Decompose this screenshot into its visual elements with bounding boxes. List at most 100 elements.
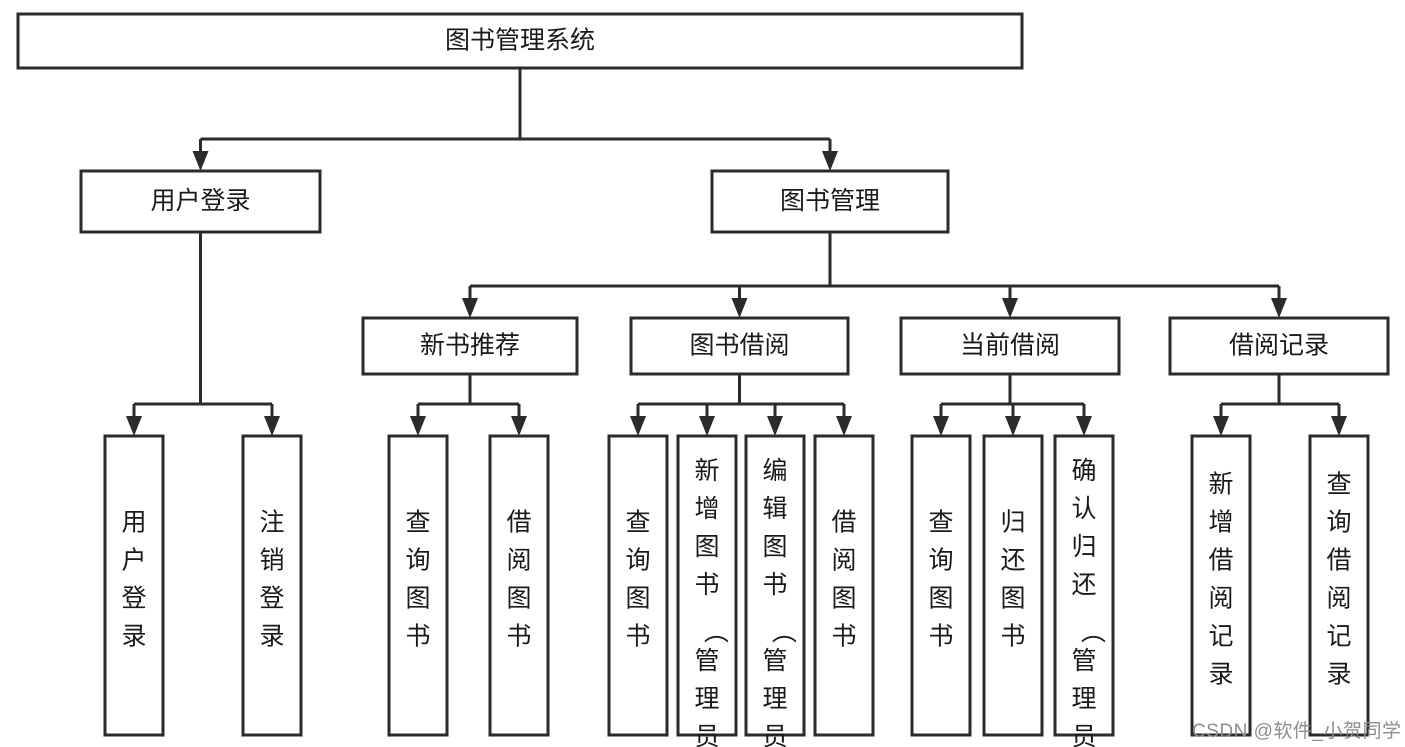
- node-label: 借阅记录: [1229, 332, 1329, 360]
- node-label-char: 查: [1326, 471, 1351, 499]
- node-box: [241, 434, 303, 737]
- node-label-char: 书: [1000, 623, 1025, 651]
- node-box: [744, 434, 806, 737]
- node-label-char: 新: [694, 457, 719, 485]
- node-leaf-user-login[interactable]: 用户登录: [103, 434, 165, 737]
- node-label-char: 图: [1000, 585, 1025, 613]
- node-layer: 图书管理系统用户登录图书管理新书推荐图书借阅当前借阅借阅记录用户登录注销登录查询…: [16, 12, 1390, 747]
- node-label-char: 用: [121, 509, 146, 537]
- node-box: [1053, 434, 1115, 737]
- node-label-char: 归: [1000, 509, 1025, 537]
- node-label-char: 员: [762, 723, 787, 747]
- node-book-manage[interactable]: 图书管理: [710, 169, 950, 234]
- node-label-char: 录: [259, 623, 284, 651]
- arrow-head-icon: [264, 416, 280, 436]
- node-label-char: 理: [762, 685, 787, 713]
- node-user-login[interactable]: 用户登录: [79, 169, 322, 234]
- node-label-char: 询: [625, 547, 650, 575]
- node-label-char: 新: [1208, 471, 1233, 499]
- node-box: [910, 434, 972, 737]
- arrow-head-icon: [836, 416, 852, 436]
- node-label-char: 询: [1326, 509, 1351, 537]
- node-label-char: 员: [694, 723, 719, 747]
- node-label-char: 书: [405, 623, 430, 651]
- node-label-char: 查: [405, 509, 430, 537]
- node-label-char: 借: [1208, 547, 1233, 575]
- node-label-char: 书: [694, 571, 719, 599]
- node-label-char: 记: [1326, 623, 1351, 651]
- arrow-head-icon: [1271, 298, 1287, 318]
- node-label-char: 管: [762, 647, 787, 675]
- arrow-head-icon: [1005, 416, 1021, 436]
- node-label-char: 理: [694, 685, 719, 713]
- node-label-char: 借: [831, 509, 856, 537]
- node-box: [1168, 316, 1390, 376]
- node-label-char: 查: [928, 509, 953, 537]
- node-box: [982, 434, 1044, 737]
- node-label-char: 理: [1071, 685, 1096, 713]
- node-label-char: 阅: [1208, 585, 1233, 613]
- arrow-head-icon: [462, 298, 478, 318]
- node-label-char: 图: [928, 585, 953, 613]
- node-label: 当前借阅: [960, 332, 1060, 360]
- node-label-char: 图: [762, 533, 787, 561]
- node-label: 图书管理系统: [445, 27, 595, 55]
- node-label-char: 注: [259, 509, 284, 537]
- node-box: [361, 316, 579, 376]
- node-label-char: 编: [762, 457, 787, 485]
- arrow-head-icon: [410, 416, 426, 436]
- node-box: [1190, 434, 1252, 737]
- node-label-char: 销: [259, 547, 284, 575]
- node-current-borrow[interactable]: 当前借阅: [899, 316, 1121, 376]
- node-label-char: 登: [259, 585, 284, 613]
- node-label-char: 书: [762, 571, 787, 599]
- node-label-char: 查: [625, 509, 650, 537]
- node-label-char: 归: [1071, 533, 1096, 561]
- node-label-char: 管: [694, 647, 719, 675]
- node-label-char: （: [769, 618, 797, 643]
- arrow-head-icon: [511, 416, 527, 436]
- node-label-char: 询: [405, 547, 430, 575]
- node-box: [1308, 434, 1370, 737]
- node-label-char: 书: [831, 623, 856, 651]
- arrow-head-icon: [192, 151, 209, 171]
- node-book-borrow[interactable]: 图书借阅: [629, 316, 850, 376]
- node-label-char: 记: [1208, 623, 1233, 651]
- node-label-char: 登: [121, 585, 146, 613]
- node-new-book-rec[interactable]: 新书推荐: [361, 316, 579, 376]
- node-borrow-record[interactable]: 借阅记录: [1168, 316, 1390, 376]
- node-box: [488, 434, 550, 737]
- node-label-char: 书: [506, 623, 531, 651]
- node-label-char: 管: [1071, 647, 1096, 675]
- node-label-char: （: [1078, 618, 1106, 643]
- node-box: [710, 169, 950, 234]
- arrow-head-icon: [933, 416, 949, 436]
- node-label: 图书借阅: [689, 332, 789, 360]
- node-label-char: 还: [1071, 571, 1096, 599]
- node-label-char: 询: [928, 547, 953, 575]
- node-root[interactable]: 图书管理系统: [16, 12, 1024, 70]
- node-label-char: 认: [1071, 495, 1096, 523]
- node-label-char: 录: [1208, 661, 1233, 689]
